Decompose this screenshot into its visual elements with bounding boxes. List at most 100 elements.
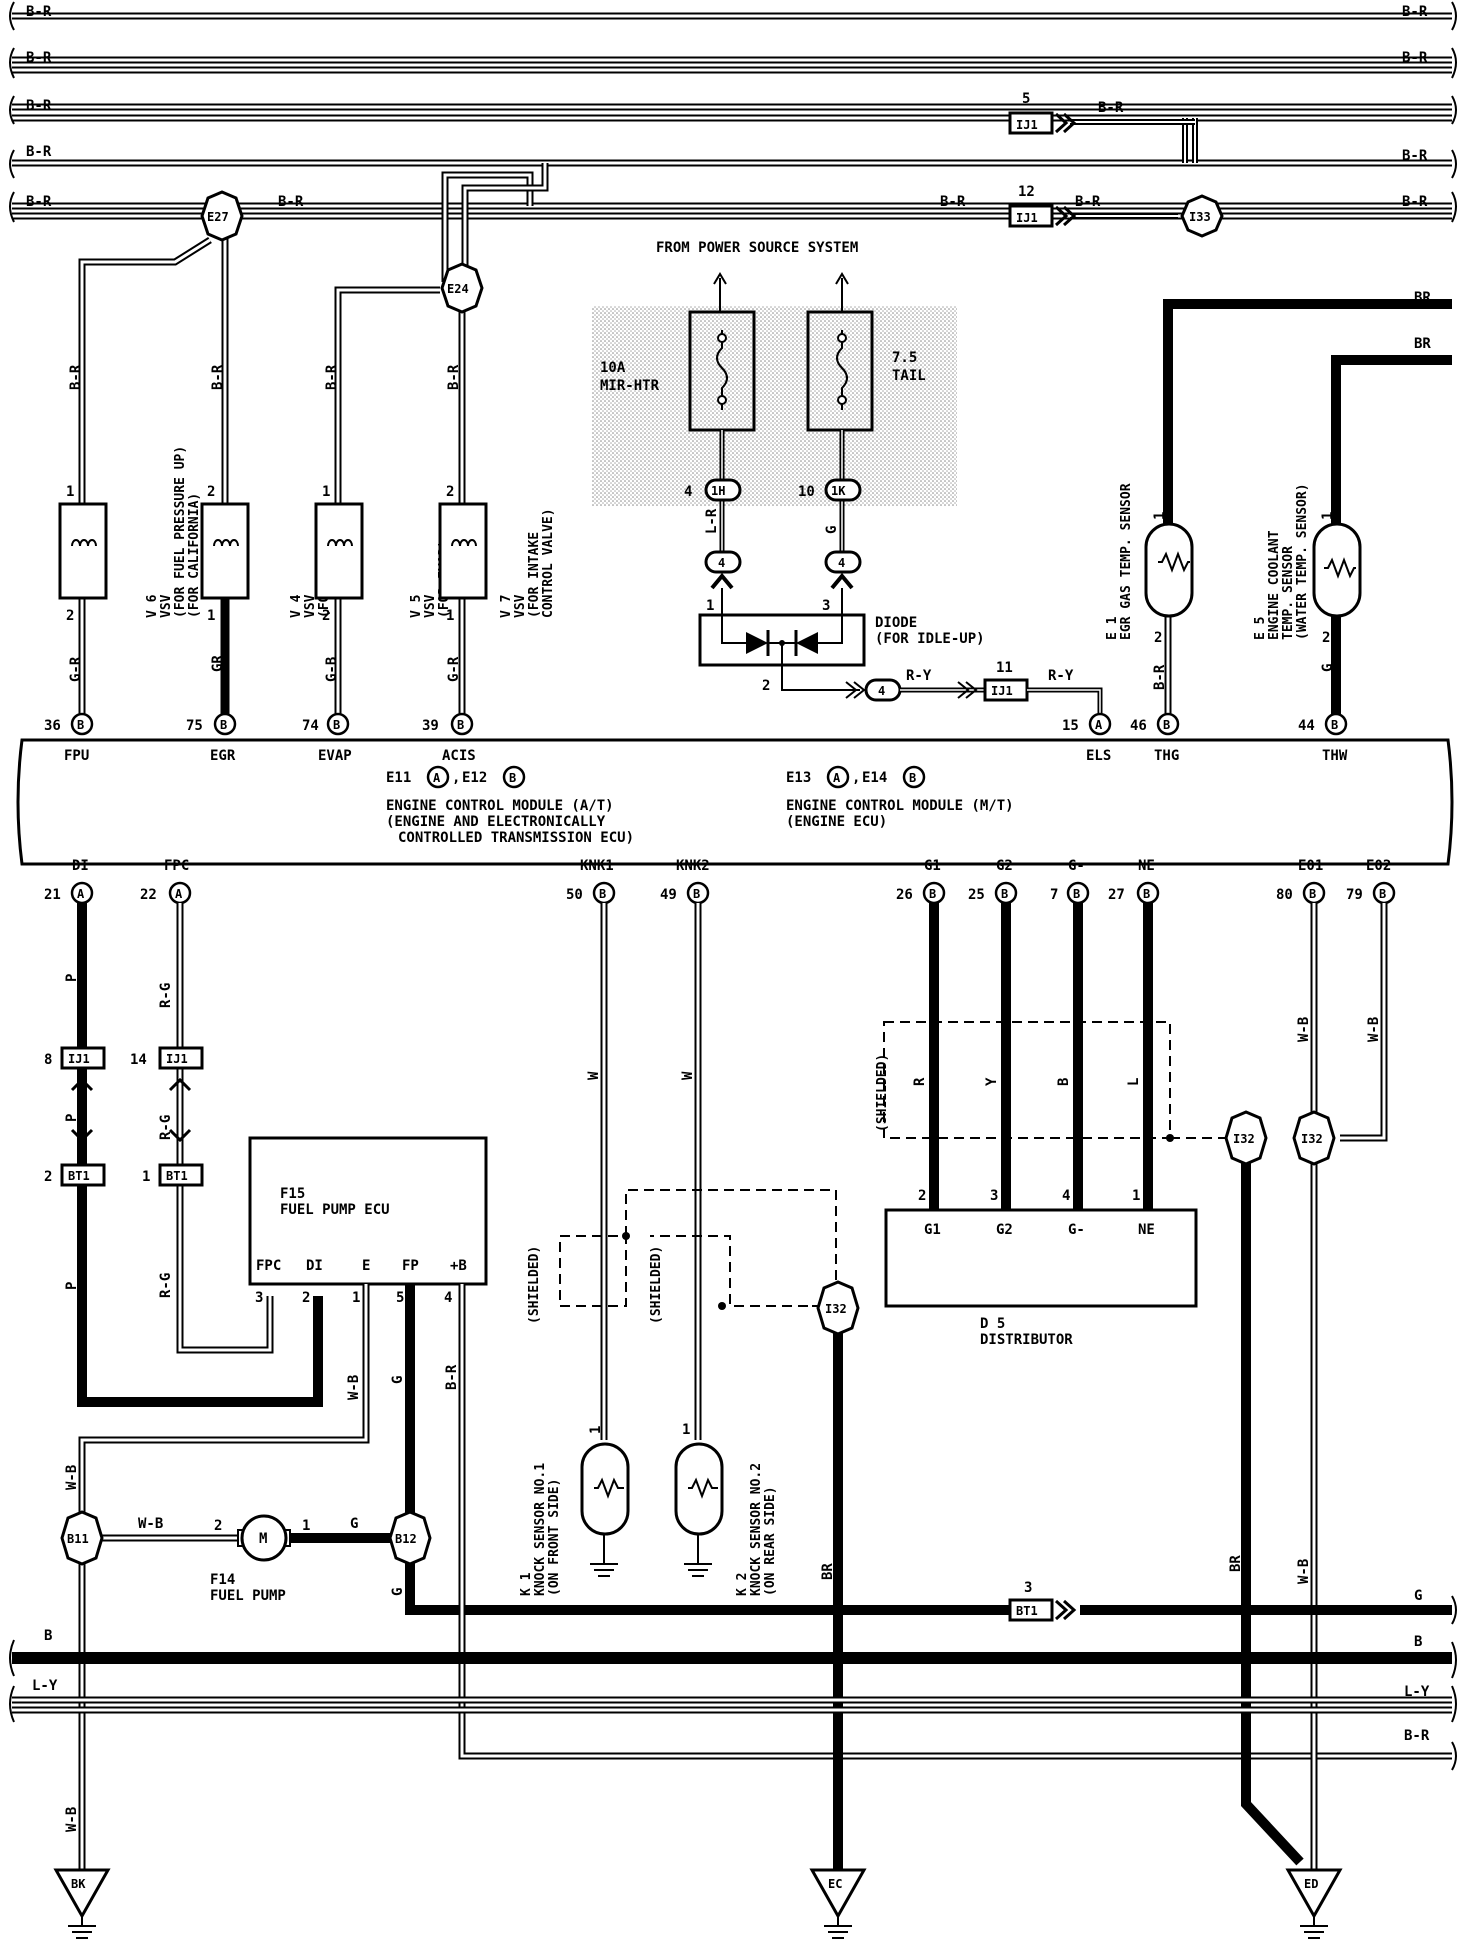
wire-label: B-R: [1402, 50, 1428, 66]
diagram-label: FPC: [164, 858, 189, 874]
diagram-label: E 5: [1253, 617, 1268, 640]
diagram-label: I32: [1233, 1132, 1255, 1146]
diagram-label: 49: [660, 887, 677, 903]
bt1-connector-1: [158, 1163, 204, 1187]
b12-connector: B12: [388, 1510, 432, 1566]
diagram-label: 2: [322, 608, 330, 624]
diagram-label: IJ1: [991, 684, 1013, 698]
distributor-wire-labels: R Y B L (SHIELDED): [875, 1054, 1142, 1132]
diagram-label: FPU: [64, 748, 89, 764]
diagram-label: BT1: [166, 1169, 188, 1183]
diagram-label: EVAP: [318, 748, 352, 764]
junction-wires: [78, 163, 549, 724]
ij1-top-connectors: IJ1 5 IJ1 12 I33: [1008, 91, 1224, 238]
diagram-label: 14: [130, 1052, 147, 1068]
diagram-label: Y: [984, 1077, 1000, 1086]
diagram-label: EGR GAS TEMP. SENSOR: [1119, 483, 1134, 640]
ed-ground-branch: [1241, 903, 1388, 1870]
distributor: 2 3 4 1 G1 G2 G- NE D 5 DISTRIBUTOR: [884, 1188, 1198, 1348]
pin-label: 5: [1022, 91, 1030, 107]
diagram-label: 75: [186, 718, 203, 734]
diagram-label: BT1: [1016, 1604, 1038, 1618]
diagram-label: B: [220, 718, 227, 732]
power-source-label: FROM POWER SOURCE SYSTEM: [656, 240, 858, 256]
diagram-label: W-B: [346, 1375, 362, 1400]
wire-label: B-R: [26, 194, 52, 210]
diagram-label: BR: [1414, 336, 1431, 352]
diagram-label: R-Y: [1048, 668, 1074, 684]
diagram-label: B: [1073, 887, 1080, 901]
fuel-pump-ecu-wires: [78, 1284, 1320, 1870]
diagram-label: ,: [452, 770, 460, 786]
diagram-label: 1: [706, 598, 714, 614]
diagram-label: G: [1320, 664, 1336, 672]
diagram-label: 36: [44, 718, 61, 734]
diagram-label: 1: [352, 1290, 360, 1306]
bottom-bus-labels: G B B L-Y L-Y B-R: [32, 1588, 1430, 1744]
diagram-label: DISTRIBUTOR: [980, 1332, 1073, 1348]
diagram-label: G1: [924, 1222, 941, 1238]
diagram-label: NE: [1138, 858, 1155, 874]
diagram-label: BR: [1228, 1555, 1244, 1572]
fuse-block-shaded: [592, 306, 957, 506]
diagram-label: 10A: [600, 360, 626, 376]
diagram-label: (FOR CALIFORNIA): [187, 493, 202, 618]
knock-sensors: 1 1 W W (SHIELDED) (SHIELDED) K 1 KNOCK …: [519, 1071, 778, 1596]
diagram-label: P: [64, 1114, 80, 1122]
diagram-label: 39: [422, 718, 439, 734]
wire-label: B-R: [26, 144, 52, 160]
ij1-connector-12: [1008, 204, 1054, 228]
diagram-label: 4: [718, 556, 725, 570]
diagram-label: EGR: [210, 748, 236, 764]
connector-label: E27: [207, 210, 229, 224]
diagram-label: 1: [207, 608, 215, 624]
diagram-label: B: [599, 887, 606, 901]
wire-label: B-R: [940, 194, 966, 210]
diagram-label: 1: [1152, 512, 1168, 520]
diagram-label: F15: [280, 1186, 305, 1202]
diagram-label: B: [1379, 887, 1386, 901]
diagram-label: E13: [786, 770, 811, 786]
diagram-label: B-R: [1152, 664, 1168, 690]
diagram-label: B-R: [1404, 1728, 1430, 1744]
connector-1k: [824, 478, 862, 502]
diagram-label: E11: [386, 770, 411, 786]
diagram-label: B: [333, 718, 340, 732]
diagram-label: 7: [1050, 887, 1058, 903]
diagram-label: R: [912, 1077, 928, 1086]
diagram-label: V 6: [145, 594, 160, 618]
fuel-pump-ecu: F15 FUEL PUMP ECU FPC DI E FP +B 3 2 1 5…: [248, 1136, 488, 1306]
diagram-label: 2: [918, 1188, 926, 1204]
diagram-label: A: [833, 771, 841, 785]
top-bus-labels: B-R B-R B-R B-R B-R B-R B-R B-R B-R B-R …: [26, 4, 1428, 210]
diagram-label: 8: [44, 1052, 52, 1068]
diagram-label: (ON FRONT SIDE): [547, 1479, 562, 1596]
diagram-label: W-B: [64, 1465, 80, 1490]
diagram-label: G: [350, 1516, 358, 1532]
diagram-label: GR: [210, 655, 226, 672]
diagram-label: (ENGINE AND ELECTRONICALLY: [386, 814, 606, 830]
vsv-column-wires: [78, 560, 466, 724]
engine-control-module: [16, 738, 1454, 866]
diagram-label: B: [1163, 718, 1170, 732]
diagram-label: ENGINE CONTROL MODULE (M/T): [786, 798, 1014, 814]
diagram-label: K 1: [519, 1572, 534, 1596]
diagram-label: G-R: [446, 656, 462, 682]
wire-label: B-R: [26, 4, 52, 20]
i32-connector-b: [1224, 1110, 1268, 1166]
diagram-label: B: [44, 1628, 52, 1644]
diagram-label: W-B: [64, 1807, 80, 1832]
power-source: FROM POWER SOURCE SYSTEM 10A MIR-HTR 7.5…: [592, 240, 957, 615]
diode-label: DIODE: [875, 615, 917, 631]
diagram-label: 1K: [831, 484, 846, 498]
wire-label: B-R: [278, 194, 304, 210]
diagram-label: B11: [67, 1532, 89, 1546]
diagram-label: 44: [1298, 718, 1315, 734]
diagram-label: 1: [588, 1426, 604, 1434]
diagram-label: ENGINE COOLANT: [1267, 530, 1282, 640]
diagram-label: 3: [990, 1188, 998, 1204]
